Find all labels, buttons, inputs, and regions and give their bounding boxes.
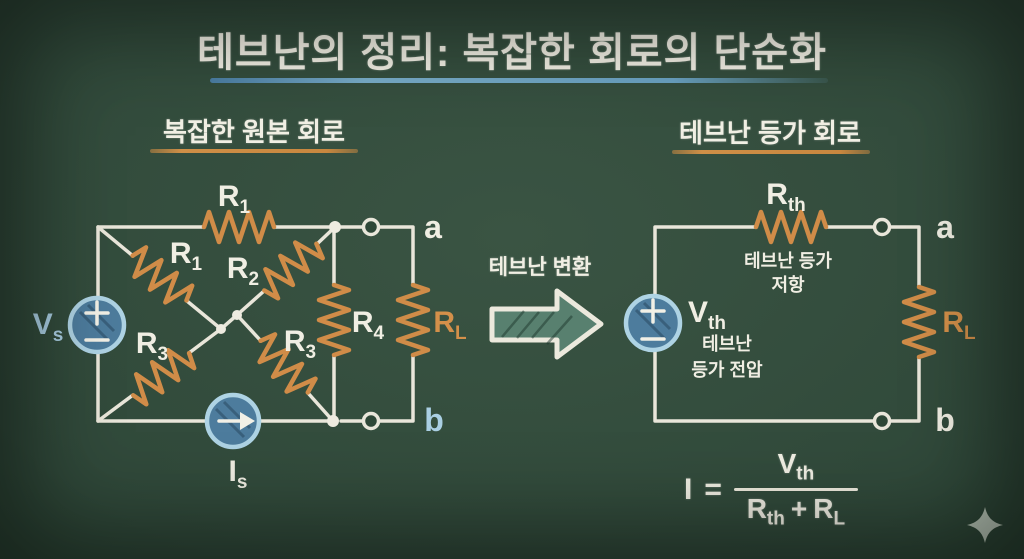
left-circuit-wires (96, 225, 415, 423)
resistor-r4 (316, 282, 352, 358)
left-section-heading: 복잡한 원본 회로 (163, 117, 345, 147)
formula-lhs: I (684, 472, 693, 506)
right-section-heading: 테브난 등가 회로 (679, 118, 861, 148)
terminal-a-left-label: a (424, 209, 442, 245)
transform-arrow (489, 288, 604, 360)
vth-caption-line1: 테브난 (702, 334, 752, 354)
resistor-r1-diagonal (130, 245, 195, 305)
terminal-b-right-circuit (872, 411, 892, 431)
terminal-b-left-circuit (361, 411, 381, 431)
formula-numerator: Vth (777, 448, 815, 485)
voltage-source-vs (67, 295, 127, 355)
r3-left-label: R3 (136, 327, 168, 365)
title-underline (210, 78, 828, 83)
current-arrow-head (240, 412, 255, 430)
node-bridge-left (216, 324, 226, 334)
left-circuit-bridge-wires (96, 225, 337, 423)
thevenin-current-formula: I = Vth Rth+RL (684, 448, 858, 531)
page-title: 테브난의 정리: 복잡한 회로의 단순화 (197, 31, 827, 75)
r1-top-label: R1 (218, 180, 251, 218)
arrow-right-icon (489, 288, 604, 360)
r1-diag-label: R1 (170, 237, 203, 275)
terminal-a-right-circuit (872, 217, 892, 237)
right-circuit-wires (653, 225, 921, 423)
resistor-rl-right (901, 284, 937, 360)
vth-label: Vth (688, 296, 726, 334)
terminal-a-right-label: a (936, 209, 954, 245)
fraction-bar (733, 488, 858, 492)
vth-caption-line2: 등가 전압 (691, 360, 763, 380)
left-heading-underline (150, 149, 358, 153)
r2-label: R2 (227, 252, 259, 290)
resistor-rth (753, 209, 829, 245)
original-circuit-diagram: Vs R1 R1 R2 R3 R3 R4 RL Is a b (33, 180, 467, 493)
resistor-r3-right-diagonal (257, 332, 318, 395)
rth-caption-line1: 테브난 등가 (744, 251, 832, 271)
equivalent-circuit-diagram: Rth 테브난 등가 저항 Vth 테브난 등가 전압 RL a b (623, 178, 976, 438)
transform-label: 테브난 변환 (488, 256, 592, 279)
node-bottom (327, 415, 339, 427)
resistor-r1-top (201, 209, 277, 245)
formula-equals: = (704, 472, 722, 506)
resistor-rl-left (395, 282, 431, 358)
node-bridge-right (232, 310, 242, 320)
sparkle-icon (967, 507, 1003, 543)
rl-right-label: RL (942, 306, 976, 344)
terminal-b-left-label: b (424, 402, 444, 438)
rl-left-label: RL (433, 306, 467, 344)
node-top (329, 221, 341, 233)
right-heading-underline (672, 150, 870, 154)
rth-caption-line2: 저항 (771, 275, 805, 295)
resistor-r3-left-diagonal (131, 347, 197, 407)
vs-label: Vs (33, 308, 64, 346)
voltage-source-vth (623, 293, 683, 353)
rth-label: Rth (766, 178, 806, 216)
terminal-a-left-circuit (361, 217, 381, 237)
resistor-r2-diagonal (262, 240, 325, 301)
r4-label: R4 (352, 306, 385, 344)
current-source-is (204, 392, 262, 450)
is-label: Is (229, 455, 248, 493)
r3-right-label: R3 (284, 325, 316, 363)
terminal-b-right-label: b (935, 402, 955, 438)
formula-denominator: Rth+RL (746, 493, 846, 531)
formula-fraction: Vth Rth+RL (733, 448, 858, 531)
